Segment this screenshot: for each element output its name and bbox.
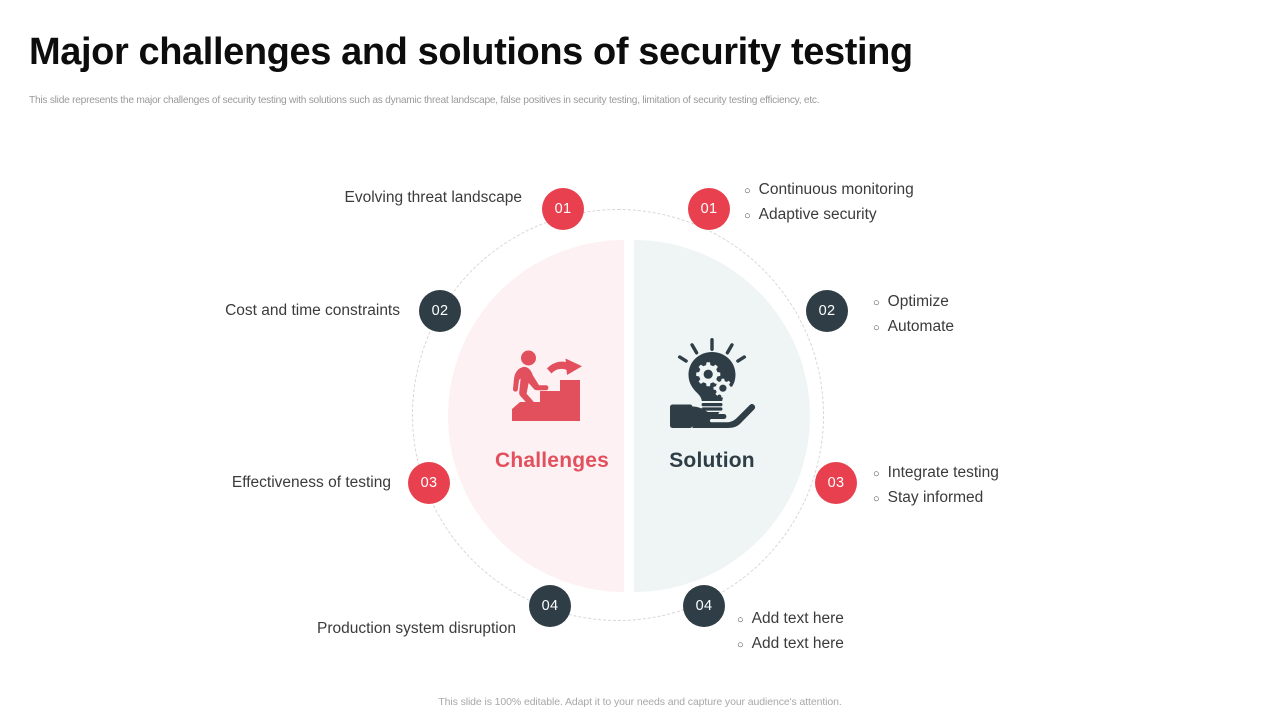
- list-item: ○ Add text here: [737, 607, 844, 632]
- challenge-label-03: Effectiveness of testing: [231, 474, 391, 491]
- circle-bullet-icon: ○: [737, 614, 744, 626]
- slide-footer-note: This slide is 100% editable. Adapt it to…: [438, 696, 842, 708]
- circle-bullet-icon: ○: [744, 185, 751, 197]
- solution-badge-03[interactable]: 03: [815, 462, 857, 504]
- solution-bullets-01: ○ Continuous monitoring ○ Adaptive secur…: [744, 178, 914, 228]
- page-title: Major challenges and solutions of securi…: [29, 31, 913, 73]
- person-climbing-stairs-icon: [502, 345, 602, 435]
- bullet-text: Optimize: [887, 293, 949, 310]
- bullet-text: Adaptive security: [758, 206, 877, 223]
- bullet-text: Continuous monitoring: [758, 181, 914, 198]
- center-label-challenges: Challenges: [494, 449, 610, 472]
- list-item: ○ Stay informed: [873, 486, 999, 511]
- list-item: ○ Adaptive security: [744, 203, 914, 228]
- circle-bullet-icon: ○: [873, 322, 880, 334]
- circle-bullet-icon: ○: [744, 210, 751, 222]
- challenge-label-01: Evolving threat landscape: [344, 189, 522, 206]
- solution-bullets-03: ○ Integrate testing ○ Stay informed: [873, 461, 999, 511]
- circle-bullet-icon: ○: [737, 639, 744, 651]
- list-item: ○ Integrate testing: [873, 461, 999, 486]
- list-item: ○ Automate: [873, 315, 954, 340]
- challenge-badge-04[interactable]: 04: [529, 585, 571, 627]
- dashed-outer-ring: [412, 209, 824, 621]
- page-subtitle: This slide represents the major challeng…: [29, 95, 820, 106]
- circle-bullet-icon: ○: [873, 493, 880, 505]
- solution-badge-02[interactable]: 02: [806, 290, 848, 332]
- center-label-solution: Solution: [669, 449, 755, 472]
- bullet-text: Stay informed: [887, 489, 984, 506]
- solution-badge-01[interactable]: 01: [688, 188, 730, 230]
- list-item: ○ Continuous monitoring: [744, 178, 914, 203]
- bullet-text: Add text here: [751, 610, 844, 627]
- circle-bullet-icon: ○: [873, 297, 880, 309]
- solution-bullets-02: ○ Optimize ○ Automate: [873, 290, 954, 340]
- challenge-badge-02[interactable]: 02: [419, 290, 461, 332]
- challenge-badge-01[interactable]: 01: [542, 188, 584, 230]
- list-item: ○ Add text here: [737, 632, 844, 657]
- challenge-label-02: Cost and time constraints: [225, 302, 400, 319]
- solution-bullets-04: ○ Add text here ○ Add text here: [737, 607, 844, 657]
- circle-bullet-icon: ○: [873, 468, 880, 480]
- solution-badge-04[interactable]: 04: [683, 585, 725, 627]
- bullet-text: Integrate testing: [887, 464, 999, 481]
- bullet-text: Add text here: [751, 635, 844, 652]
- challenge-badge-03[interactable]: 03: [408, 462, 450, 504]
- list-item: ○ Optimize: [873, 290, 954, 315]
- challenge-label-04: Production system disruption: [316, 620, 516, 637]
- bullet-text: Automate: [887, 318, 955, 335]
- hand-holding-lightbulb-gears-icon: [662, 338, 762, 428]
